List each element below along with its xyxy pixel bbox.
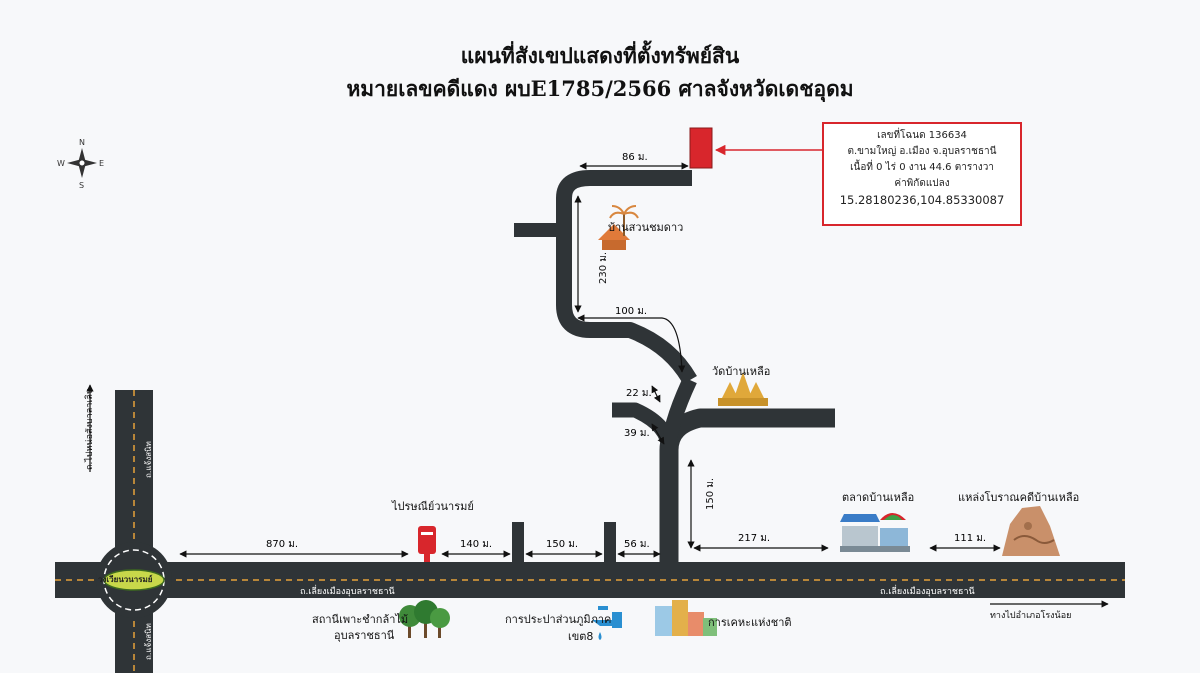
side-lane-2 [604, 522, 616, 564]
dist-150v: 150 ม. [705, 477, 716, 510]
case-number-title: หมายเลขคดีแดง ผบE1785/2566 ศาลจังหวัดเดช… [346, 76, 854, 101]
property-info-box: เลขที่โฉนด 136634 ต.ขามใหญ่ อ.เมือง จ.อุ… [822, 122, 1022, 226]
compass-icon [67, 148, 97, 178]
label-market: ตลาดบ้านเหลือ [842, 491, 915, 504]
dist-111: 111 ม. [954, 533, 986, 544]
label-vert-road-s: ถ.แจ้งสนิท [144, 623, 153, 660]
label-garden: บ้านสวนชมดาว [608, 221, 684, 234]
label-main-road-right: ถ.เลี่ยงเมืองอุบลราชธานี [880, 587, 975, 597]
arrow-22 [651, 385, 661, 403]
side-lane-1 [512, 522, 524, 564]
archaeology-site-icon [1002, 506, 1060, 556]
dist-150: 150 ม. [546, 539, 578, 550]
label-water-1: การประปาส่วนภูมิภาค [505, 613, 612, 626]
compass-w: W [57, 159, 65, 168]
dist-39: 39 ม. [624, 428, 650, 439]
label-housing: การเคหะแห่งชาติ [708, 616, 792, 629]
compass-n: N [79, 138, 85, 147]
garden-house-icon [598, 205, 639, 250]
label-water-2: เขต8 [568, 630, 594, 643]
soi-road-network [514, 170, 835, 564]
dist-870: 870 ม. [266, 539, 298, 550]
coordinates-label: ค่าพิกัดแปลง [894, 178, 950, 189]
dist-230: 230 ม. [598, 251, 609, 284]
compass-e: E [99, 159, 104, 168]
coordinates-value: 15.28180236,104.85330087 [839, 193, 1005, 207]
dist-86: 86 ม. [622, 152, 648, 163]
dist-140: 140 ม. [460, 539, 492, 550]
property-location: ต.ขามใหญ่ อ.เมือง จ.อุบลราชธานี [847, 146, 997, 157]
label-temple: วัดบ้านเหลือ [712, 365, 771, 378]
housing-buildings-icon [655, 600, 717, 636]
post-box-icon [418, 526, 436, 562]
label-archaeology: แหล่งโบราณคดีบ้านเหลือ [958, 491, 1080, 504]
trees-icon [399, 600, 450, 638]
arrow-100 [577, 314, 686, 373]
compass-s: S [79, 181, 84, 190]
water-tap-icon [592, 606, 622, 640]
market-stall-icon [840, 513, 910, 552]
map-title: แผนที่สังเขปแสดงที่ตั้งทรัพย์สิน [460, 43, 740, 68]
label-to-rongnoi: ทางไปอำเภอโรงน้อย [990, 611, 1072, 621]
label-vert-road-top: ถ.ไปหน่อสังบาลาเลิน [85, 387, 95, 470]
dist-217: 217 ม. [738, 533, 770, 544]
dist-22: 22 ม. [626, 388, 652, 399]
label-nursery-2: อุบลราชธานี [334, 629, 395, 642]
label-main-road-left: ถ.เลี่ยงเมืองอุบลราชธานี [300, 587, 395, 597]
temple-icon [718, 372, 768, 406]
label-vert-road-n: ถ.แจ้งสนิท [144, 441, 153, 478]
dist-56: 56 ม. [624, 539, 650, 550]
arrow-39 [651, 423, 665, 445]
deed-number: เลขที่โฉนด 136634 [877, 130, 967, 141]
label-roundabout: วงเวียนวนารมย์ [98, 575, 153, 584]
property-area: เนื้อที่ 0 ไร่ 0 งาน 44.6 ตารางวา [850, 162, 994, 173]
label-post-office: ไปรษณีย์วนารมย์ [392, 500, 474, 513]
label-nursery-1: สถานีเพาะชำกล้าไม้ [312, 613, 409, 626]
target-property-marker [689, 127, 713, 169]
dist-100: 100 ม. [615, 306, 647, 317]
